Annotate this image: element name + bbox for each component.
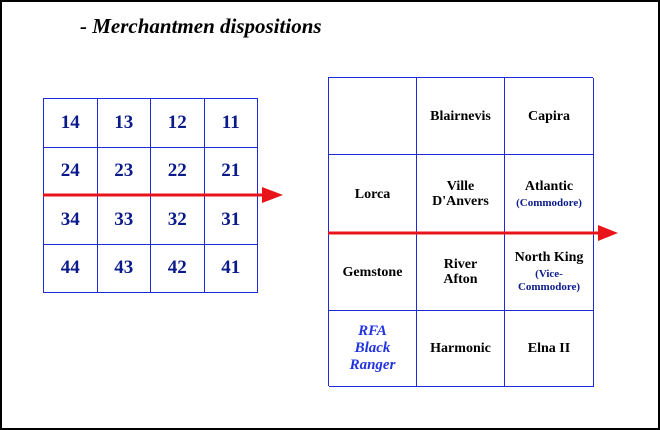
position-cell: 42 — [151, 244, 205, 293]
ship-cell: Harmonic — [417, 311, 505, 387]
rfa-ship-line: RFA — [358, 323, 387, 339]
ship-name: Lorca — [354, 186, 391, 202]
ship-name: Blairnevis — [430, 108, 491, 124]
ship-name-line: Ville — [446, 179, 475, 194]
position-cell: 44 — [44, 244, 98, 293]
ship-name: Atlantic — [524, 178, 574, 194]
ship-cell: River Afton — [417, 234, 505, 311]
ship-cell: Capira — [505, 78, 594, 155]
ship-name-line: River — [443, 257, 478, 272]
position-cell: 14 — [44, 99, 98, 148]
rfa-ship-line: Ranger — [349, 357, 396, 373]
ship-name: Capira — [528, 108, 570, 124]
ship-name: Elna II — [527, 341, 571, 356]
ship-name-line: Afton — [443, 272, 478, 287]
ship-disposition-grid: Blairnevis Capira Lorca Ville D'Anvers A… — [328, 77, 594, 387]
position-cell: 31 — [204, 196, 258, 245]
position-cell: 33 — [97, 196, 151, 245]
role-note-line: (Vice- — [535, 268, 563, 280]
ship-cell: RFA Black Ranger — [329, 311, 417, 387]
empty-cell — [329, 78, 417, 155]
position-cell: 11 — [204, 99, 258, 148]
position-cell: 41 — [204, 244, 258, 293]
ship-cell: North King (Vice- Commodore) — [505, 234, 594, 311]
role-note: (Commodore) — [516, 196, 582, 209]
ship-name-line: D'Anvers — [432, 194, 489, 209]
ship-cell: Elna II — [505, 311, 594, 387]
ship-cell: Atlantic (Commodore) — [505, 155, 594, 234]
ship-name: Harmonic — [430, 341, 491, 356]
position-cell: 32 — [151, 196, 205, 245]
right-heading-arrow — [328, 225, 618, 241]
ship-cell: Blairnevis — [417, 78, 505, 155]
position-cell: 34 — [44, 196, 98, 245]
ship-cell: Gemstone — [329, 234, 417, 311]
ship-name: Gemstone — [342, 264, 403, 280]
role-note-line: Commodore) — [517, 281, 581, 293]
left-heading-arrow — [43, 187, 283, 203]
ship-name: North King — [514, 250, 584, 265]
slide-title: - Merchantmen dispositions — [80, 14, 322, 38]
position-cell: 12 — [151, 99, 205, 148]
position-cell: 43 — [97, 244, 151, 293]
position-cell: 13 — [97, 99, 151, 148]
rfa-ship-line: Black — [354, 340, 391, 356]
convoy-column-grid: 14 13 12 11 24 23 22 21 34 33 32 31 44 4… — [43, 98, 258, 293]
